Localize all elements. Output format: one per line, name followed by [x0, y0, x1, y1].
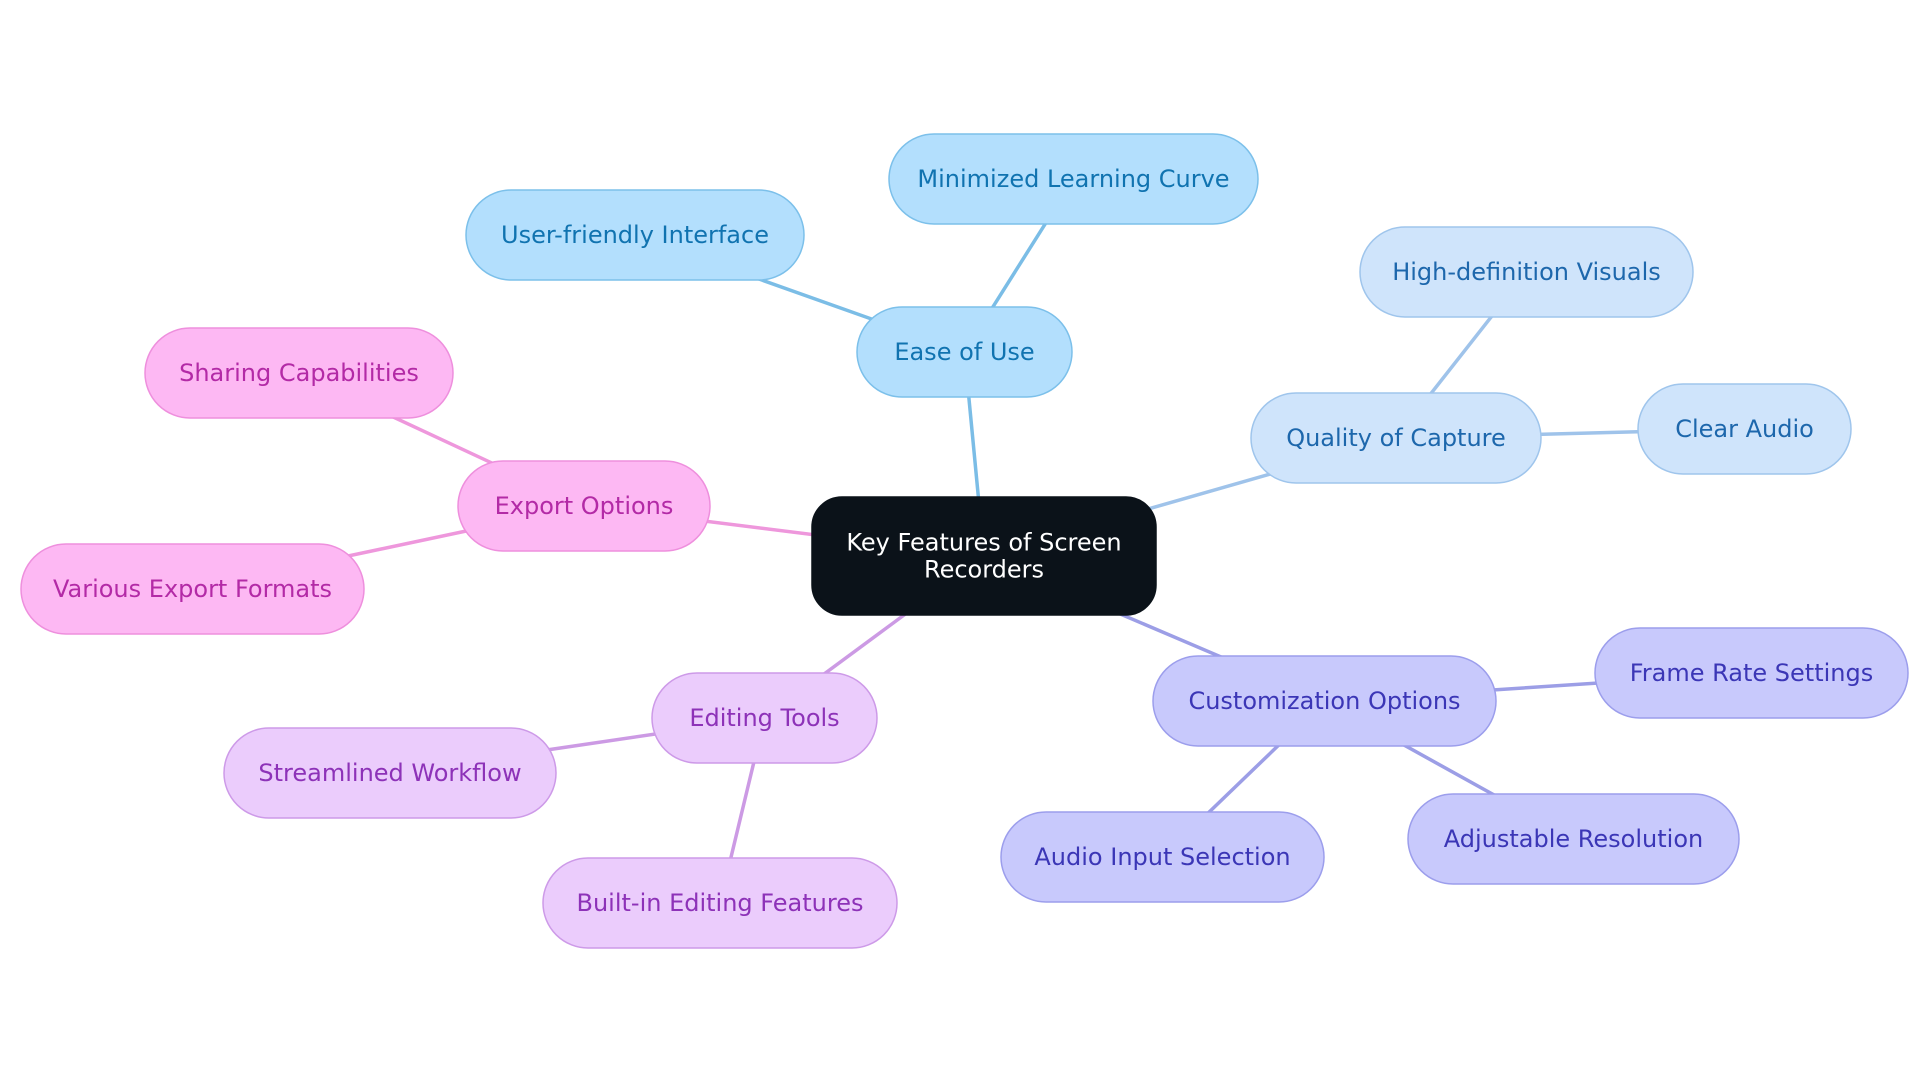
node-clear-audio[interactable]: Clear Audio: [1637, 383, 1852, 475]
node-label-user-friendly: User-friendly Interface: [501, 221, 769, 249]
node-label-workflow: Streamlined Workflow: [258, 759, 521, 787]
node-editing[interactable]: Editing Tools: [651, 672, 878, 764]
node-box-sharing: [144, 327, 454, 419]
node-sharing[interactable]: Sharing Capabilities: [144, 327, 454, 419]
node-box-ease: [856, 306, 1073, 398]
node-hd-visuals[interactable]: High-definition Visuals: [1359, 226, 1694, 318]
node-label-built-in: Built-in Editing Features: [576, 889, 863, 917]
node-label-formats: Various Export Formats: [53, 575, 332, 603]
node-box-root: [811, 496, 1157, 616]
node-box-hd-visuals: [1359, 226, 1694, 318]
node-box-frame-rate: [1594, 627, 1909, 719]
node-custom[interactable]: Customization Options: [1152, 655, 1497, 747]
node-label-resolution: Adjustable Resolution: [1444, 825, 1703, 853]
node-audio-input[interactable]: Audio Input Selection: [1000, 811, 1325, 903]
node-label-hd-visuals: High-definition Visuals: [1392, 258, 1661, 286]
node-quality[interactable]: Quality of Capture: [1250, 392, 1542, 484]
node-label-learning-curve: Minimized Learning Curve: [917, 165, 1229, 193]
node-box-user-friendly: [465, 189, 805, 281]
node-label-editing: Editing Tools: [689, 704, 839, 732]
node-box-clear-audio: [1637, 383, 1852, 475]
node-label-custom: Customization Options: [1188, 687, 1460, 715]
node-box-built-in: [542, 857, 898, 949]
node-label-root-line-2: Recorders: [924, 556, 1044, 584]
node-learning-curve[interactable]: Minimized Learning Curve: [888, 133, 1259, 225]
node-box-export: [457, 460, 711, 552]
node-workflow[interactable]: Streamlined Workflow: [223, 727, 557, 819]
node-box-workflow: [223, 727, 557, 819]
node-box-learning-curve: [888, 133, 1259, 225]
node-box-resolution: [1407, 793, 1740, 885]
node-label-sharing: Sharing Capabilities: [179, 359, 419, 387]
node-label-clear-audio: Clear Audio: [1675, 415, 1814, 443]
node-label-frame-rate: Frame Rate Settings: [1630, 659, 1874, 687]
node-box-custom: [1152, 655, 1497, 747]
node-box-formats: [20, 543, 365, 635]
node-box-editing: [651, 672, 878, 764]
node-label-audio-input: Audio Input Selection: [1034, 843, 1290, 871]
node-resolution[interactable]: Adjustable Resolution: [1407, 793, 1740, 885]
node-label-quality: Quality of Capture: [1286, 424, 1506, 452]
node-ease[interactable]: Ease of Use: [856, 306, 1073, 398]
node-frame-rate[interactable]: Frame Rate Settings: [1594, 627, 1909, 719]
node-box-audio-input: [1000, 811, 1325, 903]
node-formats[interactable]: Various Export Formats: [20, 543, 365, 635]
node-export[interactable]: Export Options: [457, 460, 711, 552]
node-label-export: Export Options: [495, 492, 674, 520]
node-user-friendly[interactable]: User-friendly Interface: [465, 189, 805, 281]
node-built-in[interactable]: Built-in Editing Features: [542, 857, 898, 949]
node-label-ease: Ease of Use: [894, 338, 1034, 366]
node-label-root-line-1: Key Features of Screen: [846, 529, 1121, 557]
node-box-quality: [1250, 392, 1542, 484]
